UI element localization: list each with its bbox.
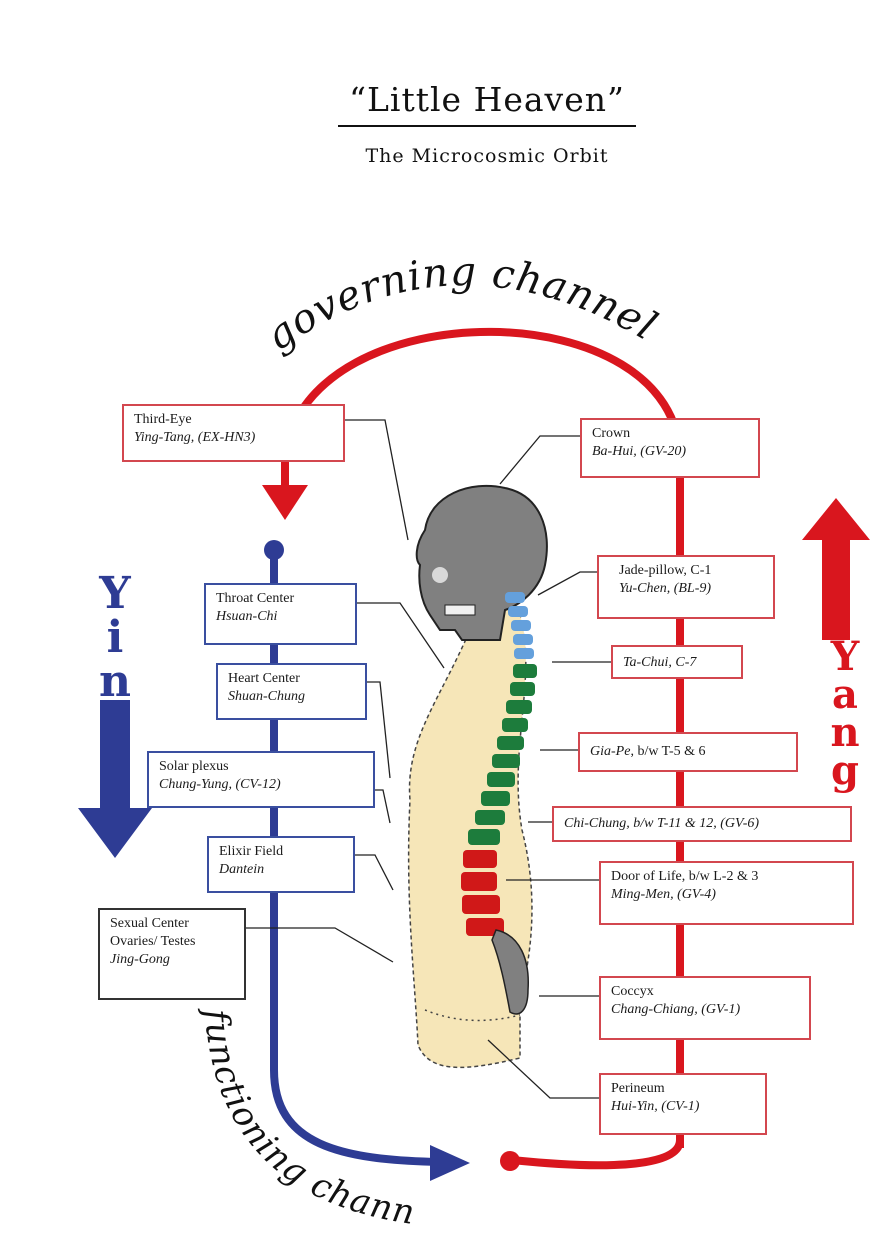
point-code: Ta-Chui, C-7 bbox=[623, 654, 731, 672]
leader-sexual bbox=[246, 928, 393, 962]
point-code: Chung-Yung, (CV-12) bbox=[159, 776, 363, 794]
point-name: Crown bbox=[592, 425, 748, 443]
governing-down-arrowhead bbox=[262, 485, 308, 520]
yang-letter-g: g bbox=[815, 752, 875, 790]
skull-eye-socket bbox=[432, 567, 448, 583]
point-door-of-life: Door of Life, b/w L-2 & 3 Ming-Men, (GV-… bbox=[599, 861, 854, 925]
point-name: Coccyx bbox=[611, 983, 799, 1001]
point-code: Dantein bbox=[219, 861, 343, 879]
vertebra-cervical-2 bbox=[508, 606, 528, 617]
vertebra-thoracic-10 bbox=[468, 829, 500, 845]
vertebra-thoracic-2 bbox=[510, 682, 535, 696]
point-code: Ying-Tang, (EX-HN3) bbox=[134, 429, 333, 447]
point-crown: Crown Ba-Hui, (GV-20) bbox=[580, 418, 760, 478]
point-perineum: Perineum Hui-Yin, (CV-1) bbox=[599, 1073, 767, 1135]
point-code: Gia-Pe bbox=[590, 744, 630, 759]
point-code: Chang-Chiang, (GV-1) bbox=[611, 1001, 799, 1019]
vertebra-thoracic-3 bbox=[506, 700, 532, 714]
skull-teeth bbox=[445, 605, 475, 615]
point-code: Ba-Hui, (GV-20) bbox=[592, 443, 748, 461]
vertebra-lumbar-2 bbox=[461, 872, 497, 891]
yang-label: Y a n g bbox=[815, 638, 875, 790]
skull-shape bbox=[417, 486, 547, 640]
vertebra-cervical-1 bbox=[505, 592, 525, 603]
vertebra-lumbar-3 bbox=[462, 895, 500, 914]
point-name: Sexual Center bbox=[110, 915, 234, 933]
point-name: Perineum bbox=[611, 1080, 755, 1098]
point-gia-pe: Gia-Pe, b/w T-5 & 6 bbox=[578, 732, 798, 772]
leader-crown bbox=[500, 436, 580, 484]
vertebra-thoracic-8 bbox=[481, 791, 510, 806]
governing-channel-end-dot bbox=[500, 1151, 520, 1171]
point-location: , b/w T-5 & 6 bbox=[630, 744, 705, 759]
point-name: Elixir Field bbox=[219, 843, 343, 861]
point-code: Chi-Chung, b/w T-11 & 12, (GV-6) bbox=[564, 815, 840, 833]
yin-letter-i: i bbox=[85, 616, 145, 660]
point-elixir-field: Elixir Field Dantein bbox=[207, 836, 355, 893]
point-code: Yu-Chen, (BL-9) bbox=[619, 580, 763, 598]
point-name: Heart Center bbox=[228, 670, 355, 688]
vertebra-thoracic-5 bbox=[497, 736, 524, 750]
vertebra-thoracic-6 bbox=[492, 754, 520, 768]
vertebra-cervical-5 bbox=[514, 648, 534, 659]
yang-up-arrow bbox=[802, 498, 870, 640]
point-code: Hui-Yin, (CV-1) bbox=[611, 1098, 755, 1116]
point-sexual-center: Sexual Center Ovaries/ Testes Jing-Gong bbox=[98, 908, 246, 1000]
functioning-arrowhead bbox=[430, 1145, 470, 1181]
point-third-eye: Third-Eye Ying-Tang, (EX-HN3) bbox=[122, 404, 345, 462]
point-code: Ming-Men, (GV-4) bbox=[611, 886, 842, 904]
leader-elixir bbox=[355, 855, 393, 890]
point-solar-plexus: Solar plexus Chung-Yung, (CV-12) bbox=[147, 751, 375, 808]
yin-label: Y i n bbox=[85, 572, 145, 704]
governing-channel-tail bbox=[512, 1140, 680, 1165]
point-code: Jing-Gong bbox=[110, 951, 234, 969]
governing-channel-label: governing channel bbox=[258, 249, 665, 360]
vertebra-thoracic-7 bbox=[487, 772, 515, 787]
point-name: Jade-pillow, C-1 bbox=[619, 562, 763, 580]
point-code: Hsuan-Chi bbox=[216, 608, 345, 626]
point-coccyx: Coccyx Chang-Chiang, (GV-1) bbox=[599, 976, 811, 1040]
vertebra-lumbar-1 bbox=[463, 850, 497, 868]
point-chi-chung: Chi-Chung, b/w T-11 & 12, (GV-6) bbox=[552, 806, 852, 842]
point-ta-chui: Ta-Chui, C-7 bbox=[611, 645, 743, 679]
vertebra-cervical-3 bbox=[511, 620, 531, 631]
point-name: Throat Center bbox=[216, 590, 345, 608]
leader-solar bbox=[375, 790, 390, 823]
point-jade-pillow: Jade-pillow, C-1 Yu-Chen, (BL-9) bbox=[597, 555, 775, 619]
vertebra-thoracic-1 bbox=[513, 664, 537, 678]
vertebra-thoracic-9 bbox=[475, 810, 505, 825]
point-name: Solar plexus bbox=[159, 758, 363, 776]
yin-down-arrow bbox=[78, 700, 152, 858]
vertebra-cervical-4 bbox=[513, 634, 533, 645]
point-heart-center: Heart Center Shuan-Chung bbox=[216, 663, 367, 720]
point-subname: Ovaries/ Testes bbox=[110, 933, 234, 951]
vertebra-thoracic-4 bbox=[502, 718, 528, 732]
point-name: Third-Eye bbox=[134, 411, 333, 429]
leader-third-eye bbox=[345, 420, 408, 540]
point-throat-center: Throat Center Hsuan-Chi bbox=[204, 583, 357, 645]
point-code: Shuan-Chung bbox=[228, 688, 355, 706]
point-name: Door of Life, b/w L-2 & 3 bbox=[611, 868, 842, 886]
yin-letter-n: n bbox=[85, 660, 145, 704]
yin-letter-y: Y bbox=[85, 572, 145, 616]
